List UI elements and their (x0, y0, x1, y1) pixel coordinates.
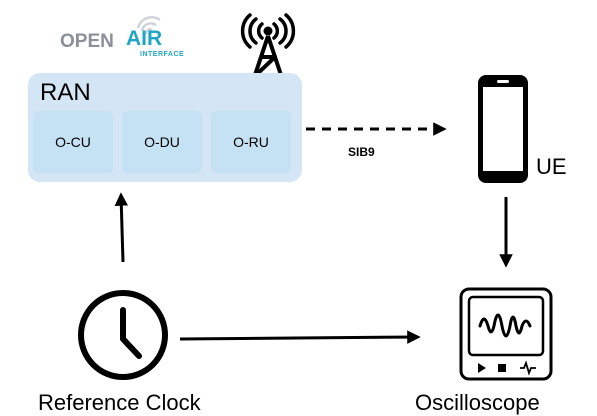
clock-icon (78, 290, 168, 380)
oscilloscope-label: Oscilloscope (415, 390, 540, 415)
logo-word-air: AIR (126, 27, 162, 50)
clock-to-oscilloscope-arrow (179, 330, 421, 344)
smartphone-icon (478, 75, 528, 183)
ran-title: RAN (40, 79, 91, 106)
o-du-box: O-DU (122, 111, 202, 173)
o-ru-box: O-RU (211, 111, 291, 173)
logo-word-open: OPEN (60, 31, 114, 52)
sib9-link-label: SIB9 (348, 145, 375, 159)
reference-clock-label: Reference Clock (38, 390, 201, 415)
o-cu-box: O-CU (33, 111, 113, 173)
openairinterface-logo: OPEN AIR INTERFACE (60, 15, 184, 58)
logo-word-interface: INTERFACE (140, 51, 184, 58)
clock-to-ran-arrow (114, 192, 129, 263)
oscilloscope-icon (459, 287, 553, 381)
ue-label: UE (536, 154, 567, 179)
